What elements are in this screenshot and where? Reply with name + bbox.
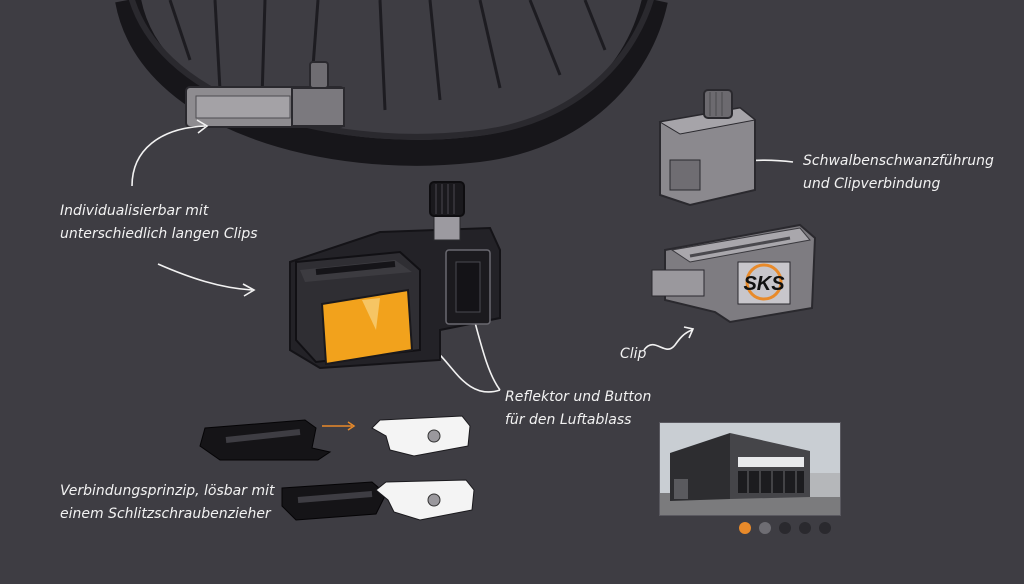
bicycle-wheel-sketch <box>115 0 668 166</box>
connection-principle-sketch <box>199 415 475 521</box>
caption-line: Clip <box>620 346 647 362</box>
caption-dovetail: Schwalbenschwanzführung und Clipverbindu… <box>803 150 994 196</box>
caption-line: Individualisierbar mit <box>60 203 209 219</box>
caption-line: Reflektor und Button <box>505 389 652 405</box>
pagination-dot-2[interactable] <box>759 522 771 534</box>
building-photo-thumbnail[interactable] <box>659 422 841 516</box>
caption-clip: Clip <box>620 343 646 366</box>
gallery-pagination <box>739 522 831 534</box>
caption-line: Schwalbenschwanzführung <box>803 153 994 169</box>
caption-connection: Verbindungsprinzip, lösbar mit einem Sch… <box>60 480 274 526</box>
caption-line: Verbindungsprinzip, lösbar mit <box>60 483 275 499</box>
pagination-dot-1[interactable] <box>739 522 751 534</box>
clip-sketch: SKS <box>651 223 817 324</box>
caption-line: unterschiedlich langen Clips <box>60 226 258 242</box>
caption-custom-clips: Individualisierbar mit unterschiedlich l… <box>60 200 258 246</box>
caption-line: einem Schlitzschraubenzieher <box>60 506 271 522</box>
caption-line: für den Luftablass <box>505 412 632 428</box>
main-device-sketch <box>289 181 501 370</box>
pagination-dot-5[interactable] <box>819 522 831 534</box>
caption-reflector: Reflektor und Button für den Luftablass <box>505 386 651 432</box>
valve-cap-on-wheel <box>185 61 345 128</box>
dovetail-body-sketch <box>658 89 757 207</box>
pagination-dot-4[interactable] <box>799 522 811 534</box>
caption-line: und Clipverbindung <box>803 176 941 192</box>
pagination-dot-3[interactable] <box>779 522 791 534</box>
building-photo <box>660 423 840 515</box>
sks-logo: SKS <box>743 273 785 295</box>
